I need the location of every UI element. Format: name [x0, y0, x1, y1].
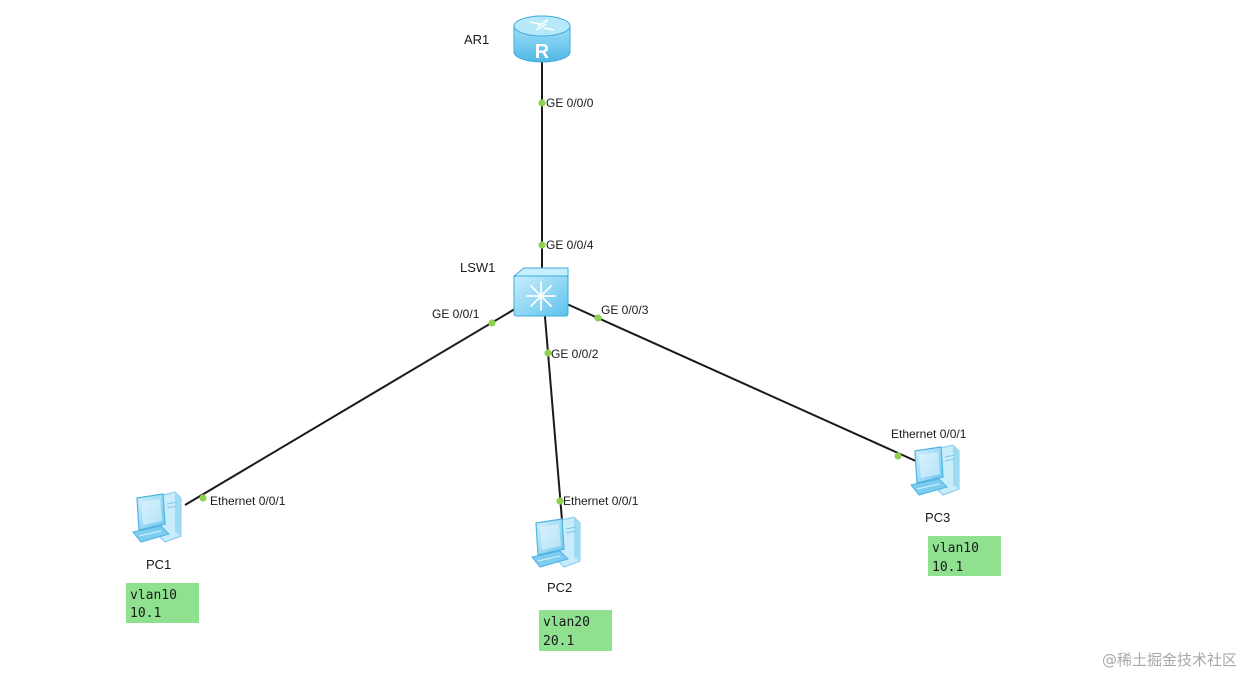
- note-pc2-vlan: vlan20: [543, 615, 590, 630]
- port-label-pc2-eth001: Ethernet 0/0/1: [563, 494, 639, 508]
- note-pc1[interactable]: vlan10 10.1: [126, 583, 199, 623]
- node-label-ar1: AR1: [464, 32, 489, 47]
- note-pc3-address: 10.1: [932, 560, 963, 575]
- node-label-pc2: PC2: [547, 580, 572, 595]
- port-label-pc3-eth001: Ethernet 0/0/1: [891, 427, 967, 441]
- router-glyph: R: [535, 41, 550, 63]
- pc-icon: [531, 516, 581, 568]
- port-label-lsw1-ge001: GE 0/0/1: [432, 307, 480, 321]
- port-dot-lsw1-ge002: [544, 349, 552, 357]
- port-dot-lsw1-ge004: [538, 241, 546, 249]
- note-pc3[interactable]: vlan10 10.1: [928, 536, 1001, 576]
- node-pc2[interactable]: PC2: [531, 516, 581, 595]
- link-lsw1-pc1: [184, 299, 531, 506]
- note-pc3-vlan: vlan10: [932, 541, 979, 556]
- port-dot-lsw1-ge001: [488, 319, 496, 327]
- node-ar1[interactable]: R AR1: [464, 15, 571, 63]
- node-pc1[interactable]: PC1: [132, 491, 182, 572]
- note-pc1-address: 10.1: [130, 606, 161, 621]
- link-lsw1-pc3: [557, 299, 919, 463]
- watermark: @稀土掘金技术社区: [1101, 651, 1237, 669]
- port-dot-lsw1-ge003: [594, 314, 602, 322]
- node-label-pc3: PC3: [925, 510, 950, 525]
- port-label-lsw1-ge002: GE 0/0/2: [551, 347, 599, 361]
- node-pc3[interactable]: PC3: [910, 444, 960, 525]
- port-dot-pc2-eth001: [556, 497, 564, 505]
- port-label-ar1-ge000: GE 0/0/0: [546, 96, 594, 110]
- port-dot-pc3-eth001: [894, 452, 902, 460]
- port-label-lsw1-ge003: GE 0/0/3: [601, 303, 649, 317]
- router-icon: R: [513, 15, 571, 63]
- pc-icon: [132, 491, 182, 543]
- switch-icon: [512, 267, 569, 317]
- note-pc2-address: 20.1: [543, 634, 574, 649]
- port-label-pc1-eth001: Ethernet 0/0/1: [210, 494, 286, 508]
- port-label-lsw1-ge004: GE 0/0/4: [546, 238, 594, 252]
- node-label-pc1: PC1: [146, 557, 171, 572]
- note-pc1-vlan: vlan10: [130, 588, 177, 603]
- note-pc2[interactable]: vlan20 20.1: [539, 610, 612, 651]
- node-label-lsw1: LSW1: [460, 260, 495, 275]
- link-lsw1-pc2: [543, 304, 563, 521]
- port-dot-pc1-eth001: [199, 494, 207, 502]
- node-lsw1[interactable]: LSW1: [460, 260, 569, 317]
- port-dot-ar1-ge000: [538, 99, 546, 107]
- pc-icon: [910, 444, 960, 496]
